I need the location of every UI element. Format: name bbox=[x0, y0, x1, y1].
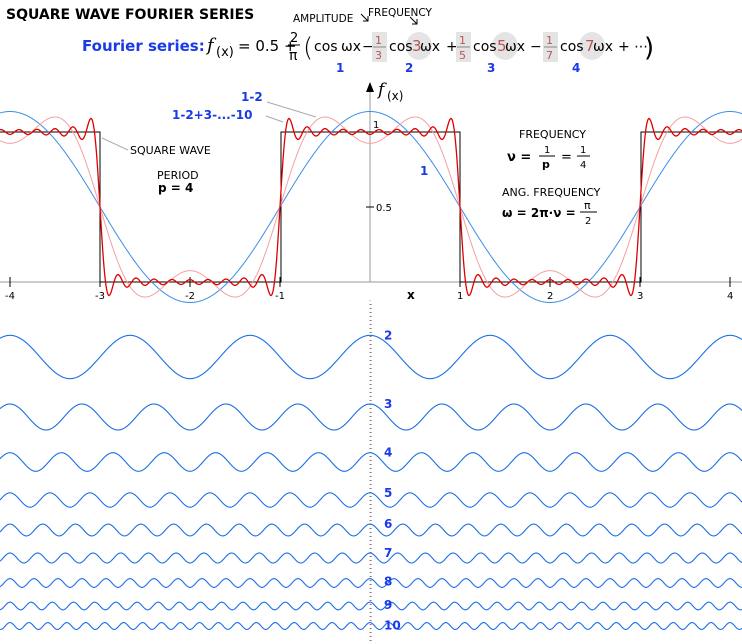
x-tick-label: -4 bbox=[5, 291, 15, 302]
y-tick-1: 1 bbox=[373, 120, 379, 131]
formula-two: 2 bbox=[290, 31, 298, 46]
term-number: 1 bbox=[336, 61, 344, 75]
series-1-10-label: 1-2+3-...-10 bbox=[172, 108, 252, 122]
axes: f (x) 1 0.5 x -4 -3 -2 -1 1 2 3 4 bbox=[0, 80, 742, 644]
wx: ωx bbox=[505, 39, 525, 55]
dots: + ⋯ bbox=[618, 39, 648, 55]
formula-eq: = 0.5 + bbox=[238, 37, 297, 55]
square-wave-label: SQUARE WAVE bbox=[130, 144, 211, 157]
y-tick-05: 0.5 bbox=[376, 203, 392, 214]
harmonic-wave-7 bbox=[0, 552, 742, 564]
harmonic-label: 9 bbox=[384, 598, 392, 612]
x-tick-label: -3 bbox=[95, 291, 105, 302]
harmonic-wave-3 bbox=[0, 403, 742, 431]
term-number: 4 bbox=[572, 61, 580, 75]
formula-sub: (x) bbox=[216, 45, 234, 60]
nu-val-num: 1 bbox=[580, 145, 586, 156]
frac-den: 7 bbox=[546, 49, 553, 62]
omega-num: π bbox=[584, 199, 591, 212]
x-tick-label: -2 bbox=[185, 291, 195, 302]
eq: = bbox=[561, 150, 572, 165]
harmonic-wave-9 bbox=[0, 601, 742, 611]
frac-num: 1 bbox=[459, 34, 466, 47]
frac-num: 1 bbox=[375, 34, 382, 47]
nu-den: p bbox=[542, 158, 550, 171]
nu-val-den: 4 bbox=[580, 160, 586, 171]
term-number: 2 bbox=[405, 61, 413, 75]
nu-num: 1 bbox=[544, 145, 550, 156]
curves bbox=[0, 111, 742, 303]
harmonic-label: 3 bbox=[384, 397, 392, 411]
cos: cos bbox=[560, 39, 584, 55]
formula-open: ( bbox=[303, 33, 313, 63]
y-axis-label: f bbox=[376, 80, 387, 100]
x-axis-label: x bbox=[407, 288, 415, 302]
wx: ωx bbox=[420, 39, 440, 55]
harmonic-wave-4 bbox=[0, 452, 742, 472]
series-1-label: 1 bbox=[420, 164, 428, 178]
amplitude-note: AMPLITUDE bbox=[293, 13, 353, 25]
formula-cos1: cos bbox=[314, 39, 338, 55]
period-value: p = 4 bbox=[158, 181, 193, 195]
harmonic-label: 4 bbox=[384, 446, 392, 460]
harmonic-label: 6 bbox=[384, 517, 392, 531]
harmonic-wave-6 bbox=[0, 523, 742, 537]
harmonic-label: 7 bbox=[384, 546, 392, 560]
annotations: SQUARE WAVE PERIOD p = 4 1-2 1-2+3-...-1… bbox=[101, 90, 601, 227]
ang-frequency-label: ANG. FREQUENCY bbox=[502, 186, 601, 199]
harmonic-wave-10 bbox=[0, 622, 742, 630]
formula-close: ) bbox=[644, 33, 654, 63]
harmonic-label: 8 bbox=[384, 575, 392, 589]
minus: − bbox=[530, 39, 542, 55]
harmonic-label: 10 bbox=[384, 619, 401, 633]
harmonic-label: 5 bbox=[384, 486, 392, 500]
frac-num: 1 bbox=[546, 34, 553, 47]
x-tick-label: 3 bbox=[637, 291, 643, 302]
diagram-title: SQUARE WAVE FOURIER SERIES bbox=[6, 7, 254, 23]
y-axis-label-sub: (x) bbox=[387, 89, 403, 103]
cos: cos bbox=[473, 39, 497, 55]
frequency-label: FREQUENCY bbox=[519, 128, 586, 141]
omega-den: 2 bbox=[585, 216, 591, 227]
x-tick-label: 4 bbox=[727, 291, 733, 302]
series-1 bbox=[0, 111, 742, 303]
formula-label: Fourier series: bbox=[82, 37, 205, 55]
series-1-2-label: 1-2 bbox=[241, 90, 263, 104]
harmonic-wave-5 bbox=[0, 492, 742, 508]
x-tick-label: -1 bbox=[275, 291, 285, 302]
wx: ωx bbox=[593, 39, 613, 55]
freq-mult: 3 bbox=[412, 37, 422, 55]
frac-den: 3 bbox=[375, 49, 382, 62]
y-axis-arrow-icon bbox=[366, 82, 374, 92]
plus: + bbox=[446, 39, 458, 55]
omega-eq: ω = 2π·ν = bbox=[502, 206, 576, 220]
frac-den: 5 bbox=[459, 49, 466, 62]
formula: Fourier series: f (x) = 0.5 + 2 π ( cos … bbox=[82, 7, 654, 75]
harmonic-wave-2 bbox=[0, 334, 742, 380]
period-label: PERIOD bbox=[157, 169, 199, 182]
freq-mult: 5 bbox=[497, 37, 507, 55]
x-tick-label: 2 bbox=[547, 291, 553, 302]
formula-wx1: ωx bbox=[341, 39, 361, 55]
cos: cos bbox=[389, 39, 413, 55]
frequency-note: FREQUENCY bbox=[368, 7, 433, 19]
nu-eq: ν = bbox=[507, 150, 531, 165]
harmonic-label: 2 bbox=[384, 328, 392, 342]
freq-mult: 7 bbox=[585, 37, 595, 55]
series-1-2-3-10 bbox=[0, 117, 742, 297]
series-1-2 bbox=[0, 116, 742, 298]
harmonic-wave-8 bbox=[0, 578, 742, 588]
harmonics: 2 3 4 5 6 7 8 9 10 bbox=[0, 328, 742, 633]
x-tick-label: 1 bbox=[457, 291, 463, 302]
term-number: 3 bbox=[487, 61, 495, 75]
formula-minus1: − bbox=[362, 39, 374, 55]
formula-pi: π bbox=[289, 48, 298, 64]
